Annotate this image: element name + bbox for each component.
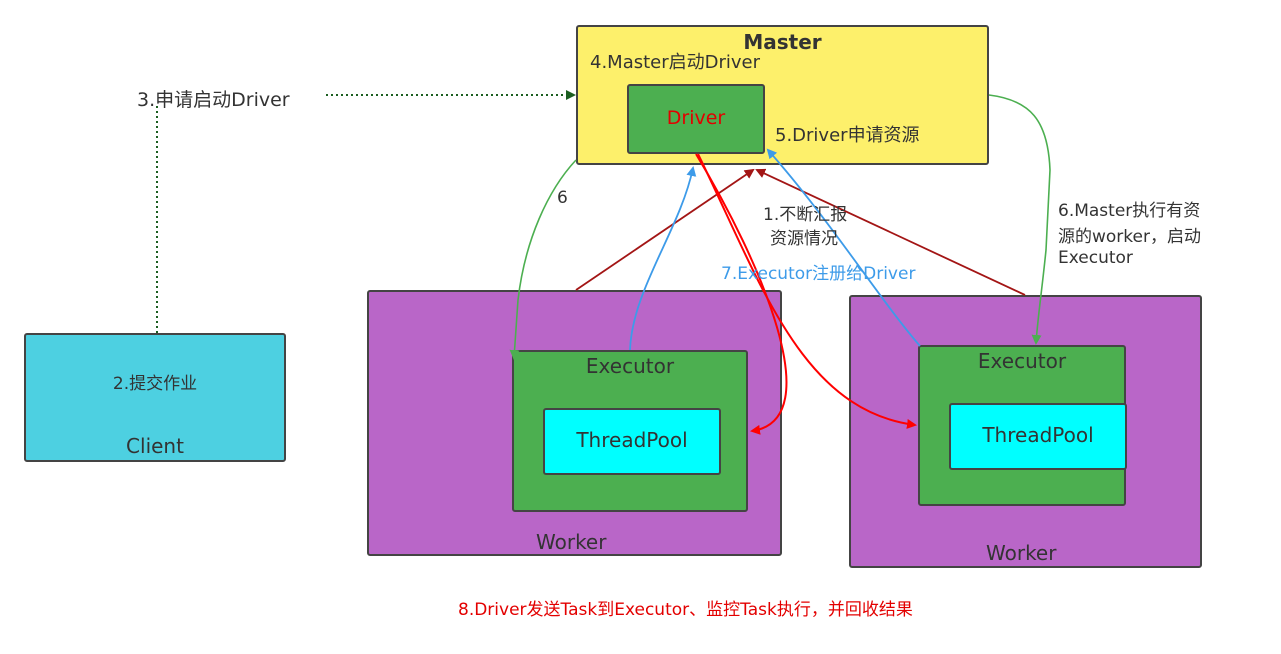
client-submit-job-label: 2.提交作业 — [112, 374, 198, 394]
executor-label-1: Executor — [585, 354, 675, 378]
master-start-driver-label: 4.Master启动Driver — [590, 52, 761, 73]
executor-register-label: 7.Executor注册给Driver — [721, 264, 916, 284]
master-exec-label-line2: 源的worker，启动 — [1058, 227, 1201, 247]
request-driver-label: 3.申请启动Driver — [137, 89, 290, 111]
driver-request-resources-label: 5.Driver申请资源 — [775, 125, 920, 146]
master-exec-label-line1: 6.Master执行有资 — [1058, 201, 1201, 221]
worker-label-1: Worker — [536, 530, 607, 554]
driver-node: Driver — [627, 84, 765, 154]
worker-label-2: Worker — [986, 541, 1057, 565]
threadpool-node-1: ThreadPool — [543, 408, 721, 475]
executor-label-2: Executor — [977, 349, 1067, 373]
step-6-label: 6 — [557, 188, 568, 208]
client-title: Client — [126, 434, 184, 458]
driver-label: Driver — [666, 107, 726, 129]
threadpool-label-2: ThreadPool — [982, 423, 1094, 447]
master-exec-label-line3: Executor — [1058, 248, 1133, 268]
threadpool-node-2: ThreadPool — [949, 403, 1127, 470]
send-tasks-label: 8.Driver发送Task到Executor、监控Task执行，并回收结果 — [458, 600, 913, 620]
report-resources-label-line1: 1.不断汇报 — [763, 205, 848, 225]
master-title: Master — [743, 30, 822, 54]
client-node: 2.提交作业 Client — [24, 333, 286, 462]
report-resources-label-line2: 资源情况 — [770, 229, 838, 249]
threadpool-label-1: ThreadPool — [576, 428, 688, 452]
